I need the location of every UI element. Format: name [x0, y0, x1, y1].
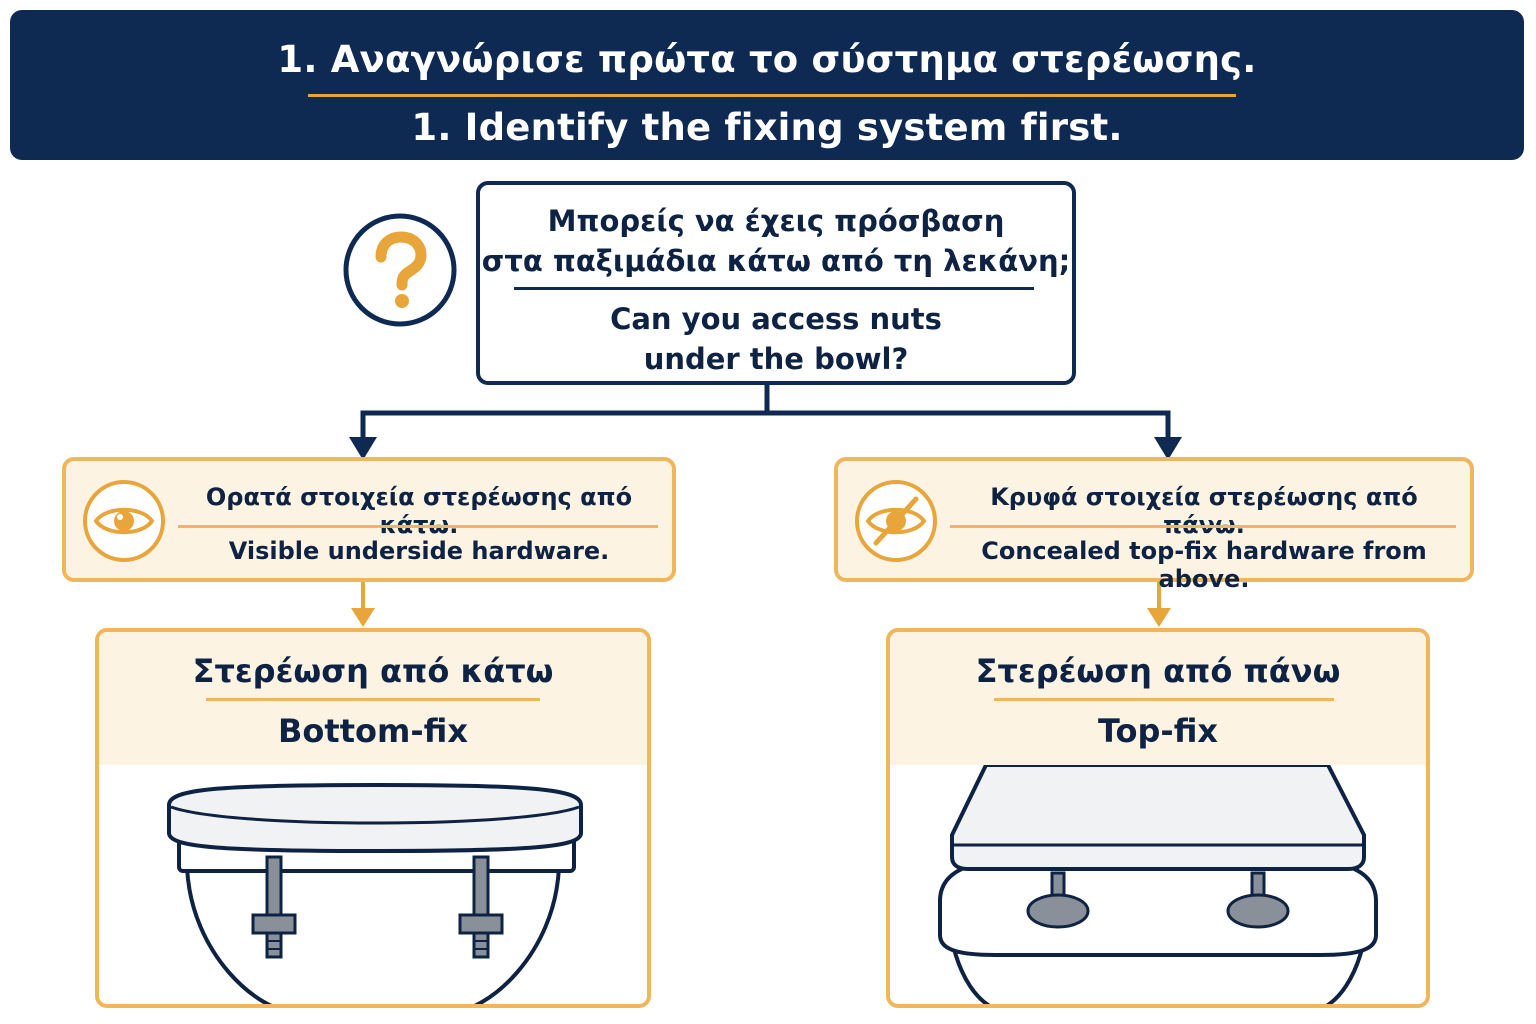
result-top-fix-greek: Στερέωση από πάνω — [975, 652, 1341, 690]
question-greek-line2: στα παξιμάδια κάτω από τη λεκάνη; — [481, 244, 1071, 278]
result-bottom-fix-divider — [206, 698, 540, 701]
result-top-fix: Στερέωση από πάνω Top-fix — [886, 628, 1430, 1008]
question-greek: Μπορείς να έχεις πρόσβαση στα παξιμάδια … — [480, 201, 1072, 281]
question-english-line2: under the bowl? — [643, 342, 909, 376]
result-bottom-fix: Στερέωση από κάτω Bottom-fix — [95, 628, 651, 1008]
option-concealed-english: Concealed top-fix hardware from above. — [981, 537, 1427, 593]
header-banner: 1. Αναγνώρισε πρώτα το σύστημα στερέωσης… — [10, 10, 1524, 160]
arrow-down-right-icon — [1147, 608, 1171, 627]
result-top-fix-divider — [994, 698, 1334, 701]
header-title-greek: 1. Αναγνώρισε πρώτα το σύστημα στερέωσης… — [277, 38, 1257, 81]
header-title-english: 1. Identify the fixing system first. — [411, 106, 1123, 149]
question-divider — [514, 287, 1034, 290]
bottom-fix-toilet-illustration — [167, 782, 583, 1004]
header-divider — [308, 94, 1236, 97]
result-bottom-fix-greek: Στερέωση από κάτω — [192, 652, 554, 690]
question-mark-icon — [343, 213, 457, 327]
question-box: Μπορείς να έχεις πρόσβαση στα παξιμάδια … — [476, 181, 1076, 385]
question-greek-line1: Μπορείς να έχεις πρόσβαση — [547, 204, 1005, 238]
option-concealed-divider — [950, 525, 1456, 528]
option-visible-hardware: Ορατά στοιχεία στερέωσης από κάτω. Visib… — [62, 457, 676, 582]
option-concealed-hardware: Κρυφά στοιχεία στερέωσης από πάνω. Conce… — [834, 457, 1474, 593]
top-fix-toilet-illustration — [938, 765, 1378, 1004]
option-visible-greek: Ορατά στοιχεία στερέωσης από κάτω. — [205, 483, 633, 539]
arrow-down-left-icon — [351, 608, 375, 627]
eye-icon — [83, 480, 165, 562]
branch-connector — [349, 385, 1182, 460]
result-bottom-fix-english: Bottom-fix — [278, 712, 468, 750]
result-top-fix-english: Top-fix — [1097, 712, 1219, 750]
option-concealed-greek: Κρυφά στοιχεία στερέωσης από πάνω. — [990, 483, 1418, 539]
eye-slash-icon — [855, 480, 937, 562]
question-english-line1: Can you access nuts — [610, 302, 942, 336]
question-english: Can you access nuts under the bowl? — [480, 299, 1072, 379]
option-visible-english: Visible underside hardware. — [228, 537, 610, 565]
option-visible-divider — [178, 525, 658, 528]
